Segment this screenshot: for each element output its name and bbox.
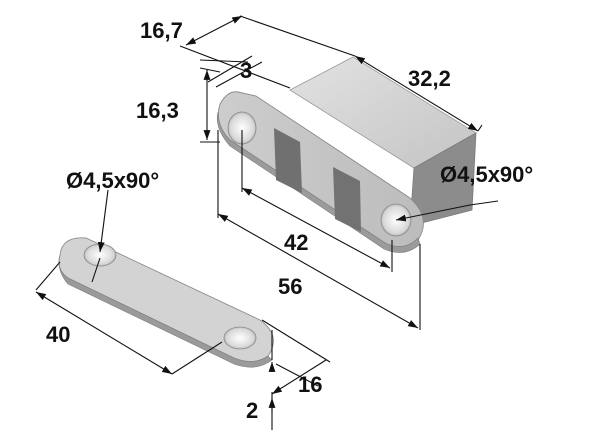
hole-right-plate bbox=[223, 326, 257, 350]
plate-edge bbox=[58, 254, 273, 368]
dim-height: 16,3 bbox=[136, 98, 179, 123]
dim-plate-width: 16 bbox=[298, 372, 322, 397]
hole-left-plate bbox=[83, 243, 117, 267]
dim-plate-thickness: 2 bbox=[246, 398, 258, 423]
dimension-labels: 16,7 3 16,3 32,2 Ø4,5x90° Ø4,5x90° 42 56… bbox=[46, 18, 533, 423]
dim-length: 32,2 bbox=[408, 66, 451, 91]
dim-hole-left: Ø4,5x90° bbox=[66, 168, 159, 193]
strike-plate bbox=[58, 237, 274, 368]
magnet-pad-left bbox=[274, 128, 302, 193]
dimension-lines bbox=[35, 15, 499, 430]
dim-hole-spacing: 42 bbox=[284, 230, 308, 255]
dim-flange: 3 bbox=[240, 58, 252, 83]
dim-overall-length: 56 bbox=[278, 274, 302, 299]
dim-hole-right: Ø4,5x90° bbox=[440, 162, 533, 187]
dim-plate-length: 40 bbox=[46, 322, 70, 347]
flange-edge bbox=[216, 111, 421, 253]
dim-top-width: 16,7 bbox=[140, 18, 183, 43]
